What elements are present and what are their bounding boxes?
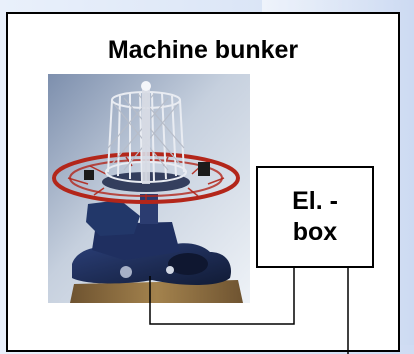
diagram-title: Machine bunker bbox=[107, 36, 299, 64]
machine-photo bbox=[48, 74, 250, 303]
diagram-frame: Machine bunker bbox=[6, 12, 400, 354]
electrical-box-label: El. - box bbox=[292, 187, 338, 246]
electrical-box: El. - box bbox=[256, 166, 374, 268]
